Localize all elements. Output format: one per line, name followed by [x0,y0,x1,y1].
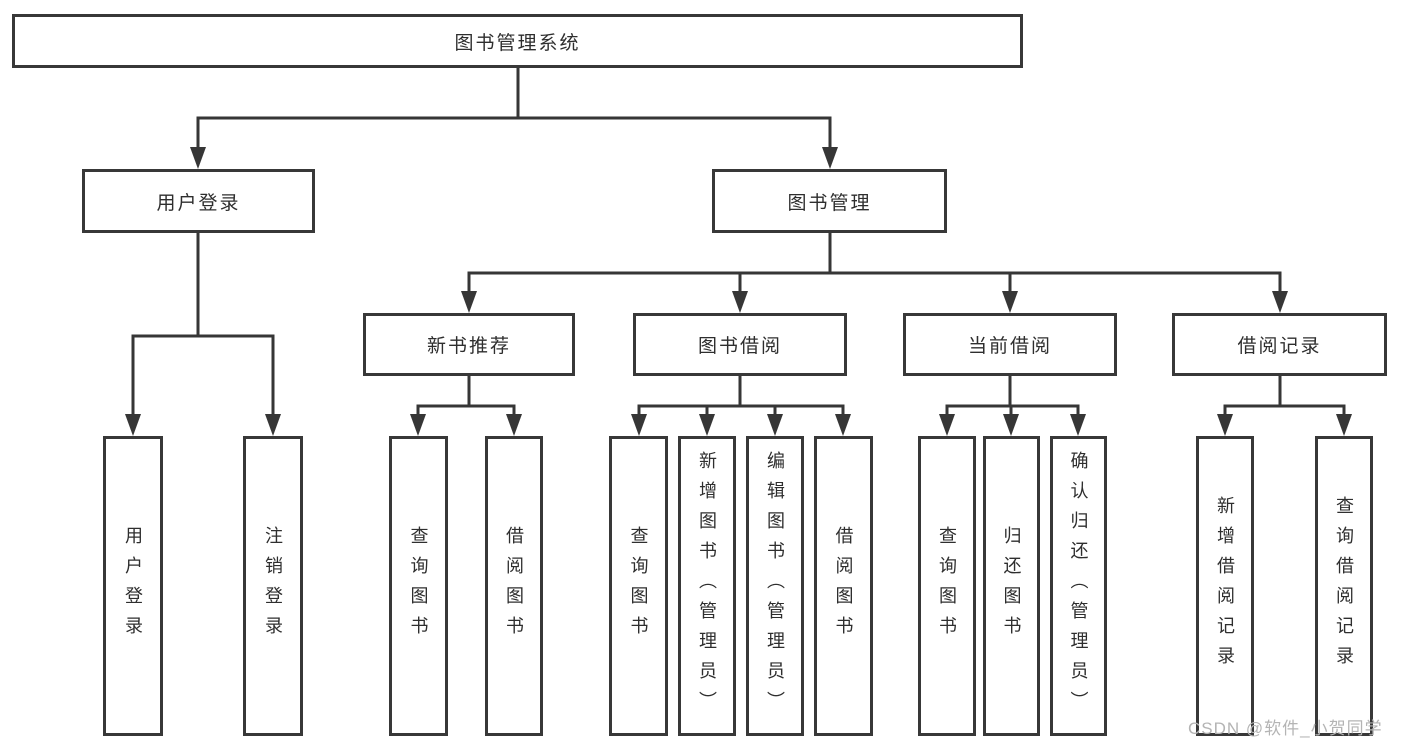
leaf-return-book: 归还图书 [983,436,1040,736]
leaf-query-borrow-record-label: 查询借阅记录 [1334,496,1354,676]
leaf-add-borrow-record-label: 新增借阅记录 [1215,496,1235,676]
node-book-management: 图书管理 [712,169,947,233]
node-borrow-record: 借阅记录 [1172,313,1387,376]
leaf-user-login: 用户登录 [103,436,163,736]
leaf-add-book-admin-label: 新增图书（管理员） [697,451,717,721]
leaf-query-borrow-record: 查询借阅记录 [1315,436,1373,736]
leaf-confirm-return-admin-label: 确认归还（管理员） [1068,451,1089,721]
leaf-query-book-current: 查询图书 [918,436,976,736]
leaf-logout-login: 注销登录 [243,436,303,736]
leaf-add-book-admin: 新增图书（管理员） [678,436,736,736]
leaf-edit-book-admin-label: 编辑图书（管理员） [765,451,785,721]
node-library-system: 图书管理系统 [12,14,1023,68]
leaf-borrow-book: 借阅图书 [814,436,873,736]
leaf-edit-book-admin: 编辑图书（管理员） [746,436,804,736]
csdn-watermark: CSDN @软件_小贺同学 [1188,719,1383,738]
node-current-borrow: 当前借阅 [903,313,1117,376]
leaf-query-book-borrow-label: 查询图书 [628,526,649,646]
leaf-confirm-return-admin: 确认归还（管理员） [1050,436,1107,736]
node-book-borrow: 图书借阅 [633,313,847,376]
leaf-query-book-current-label: 查询图书 [937,526,957,646]
leaf-query-book-recommend: 查询图书 [389,436,448,736]
leaf-borrow-book-label: 借阅图书 [833,526,854,646]
leaf-borrow-book-recommend: 借阅图书 [485,436,543,736]
leaf-add-borrow-record: 新增借阅记录 [1196,436,1254,736]
leaf-query-book-borrow: 查询图书 [609,436,668,736]
leaf-return-book-label: 归还图书 [1001,526,1022,646]
leaf-user-login-label: 用户登录 [123,526,143,646]
leaf-logout-login-label: 注销登录 [263,526,283,646]
node-new-book-recommend: 新书推荐 [363,313,575,376]
leaf-borrow-book-recommend-label: 借阅图书 [504,526,524,646]
leaf-query-book-recommend-label: 查询图书 [408,526,429,646]
node-user-login: 用户登录 [82,169,315,233]
